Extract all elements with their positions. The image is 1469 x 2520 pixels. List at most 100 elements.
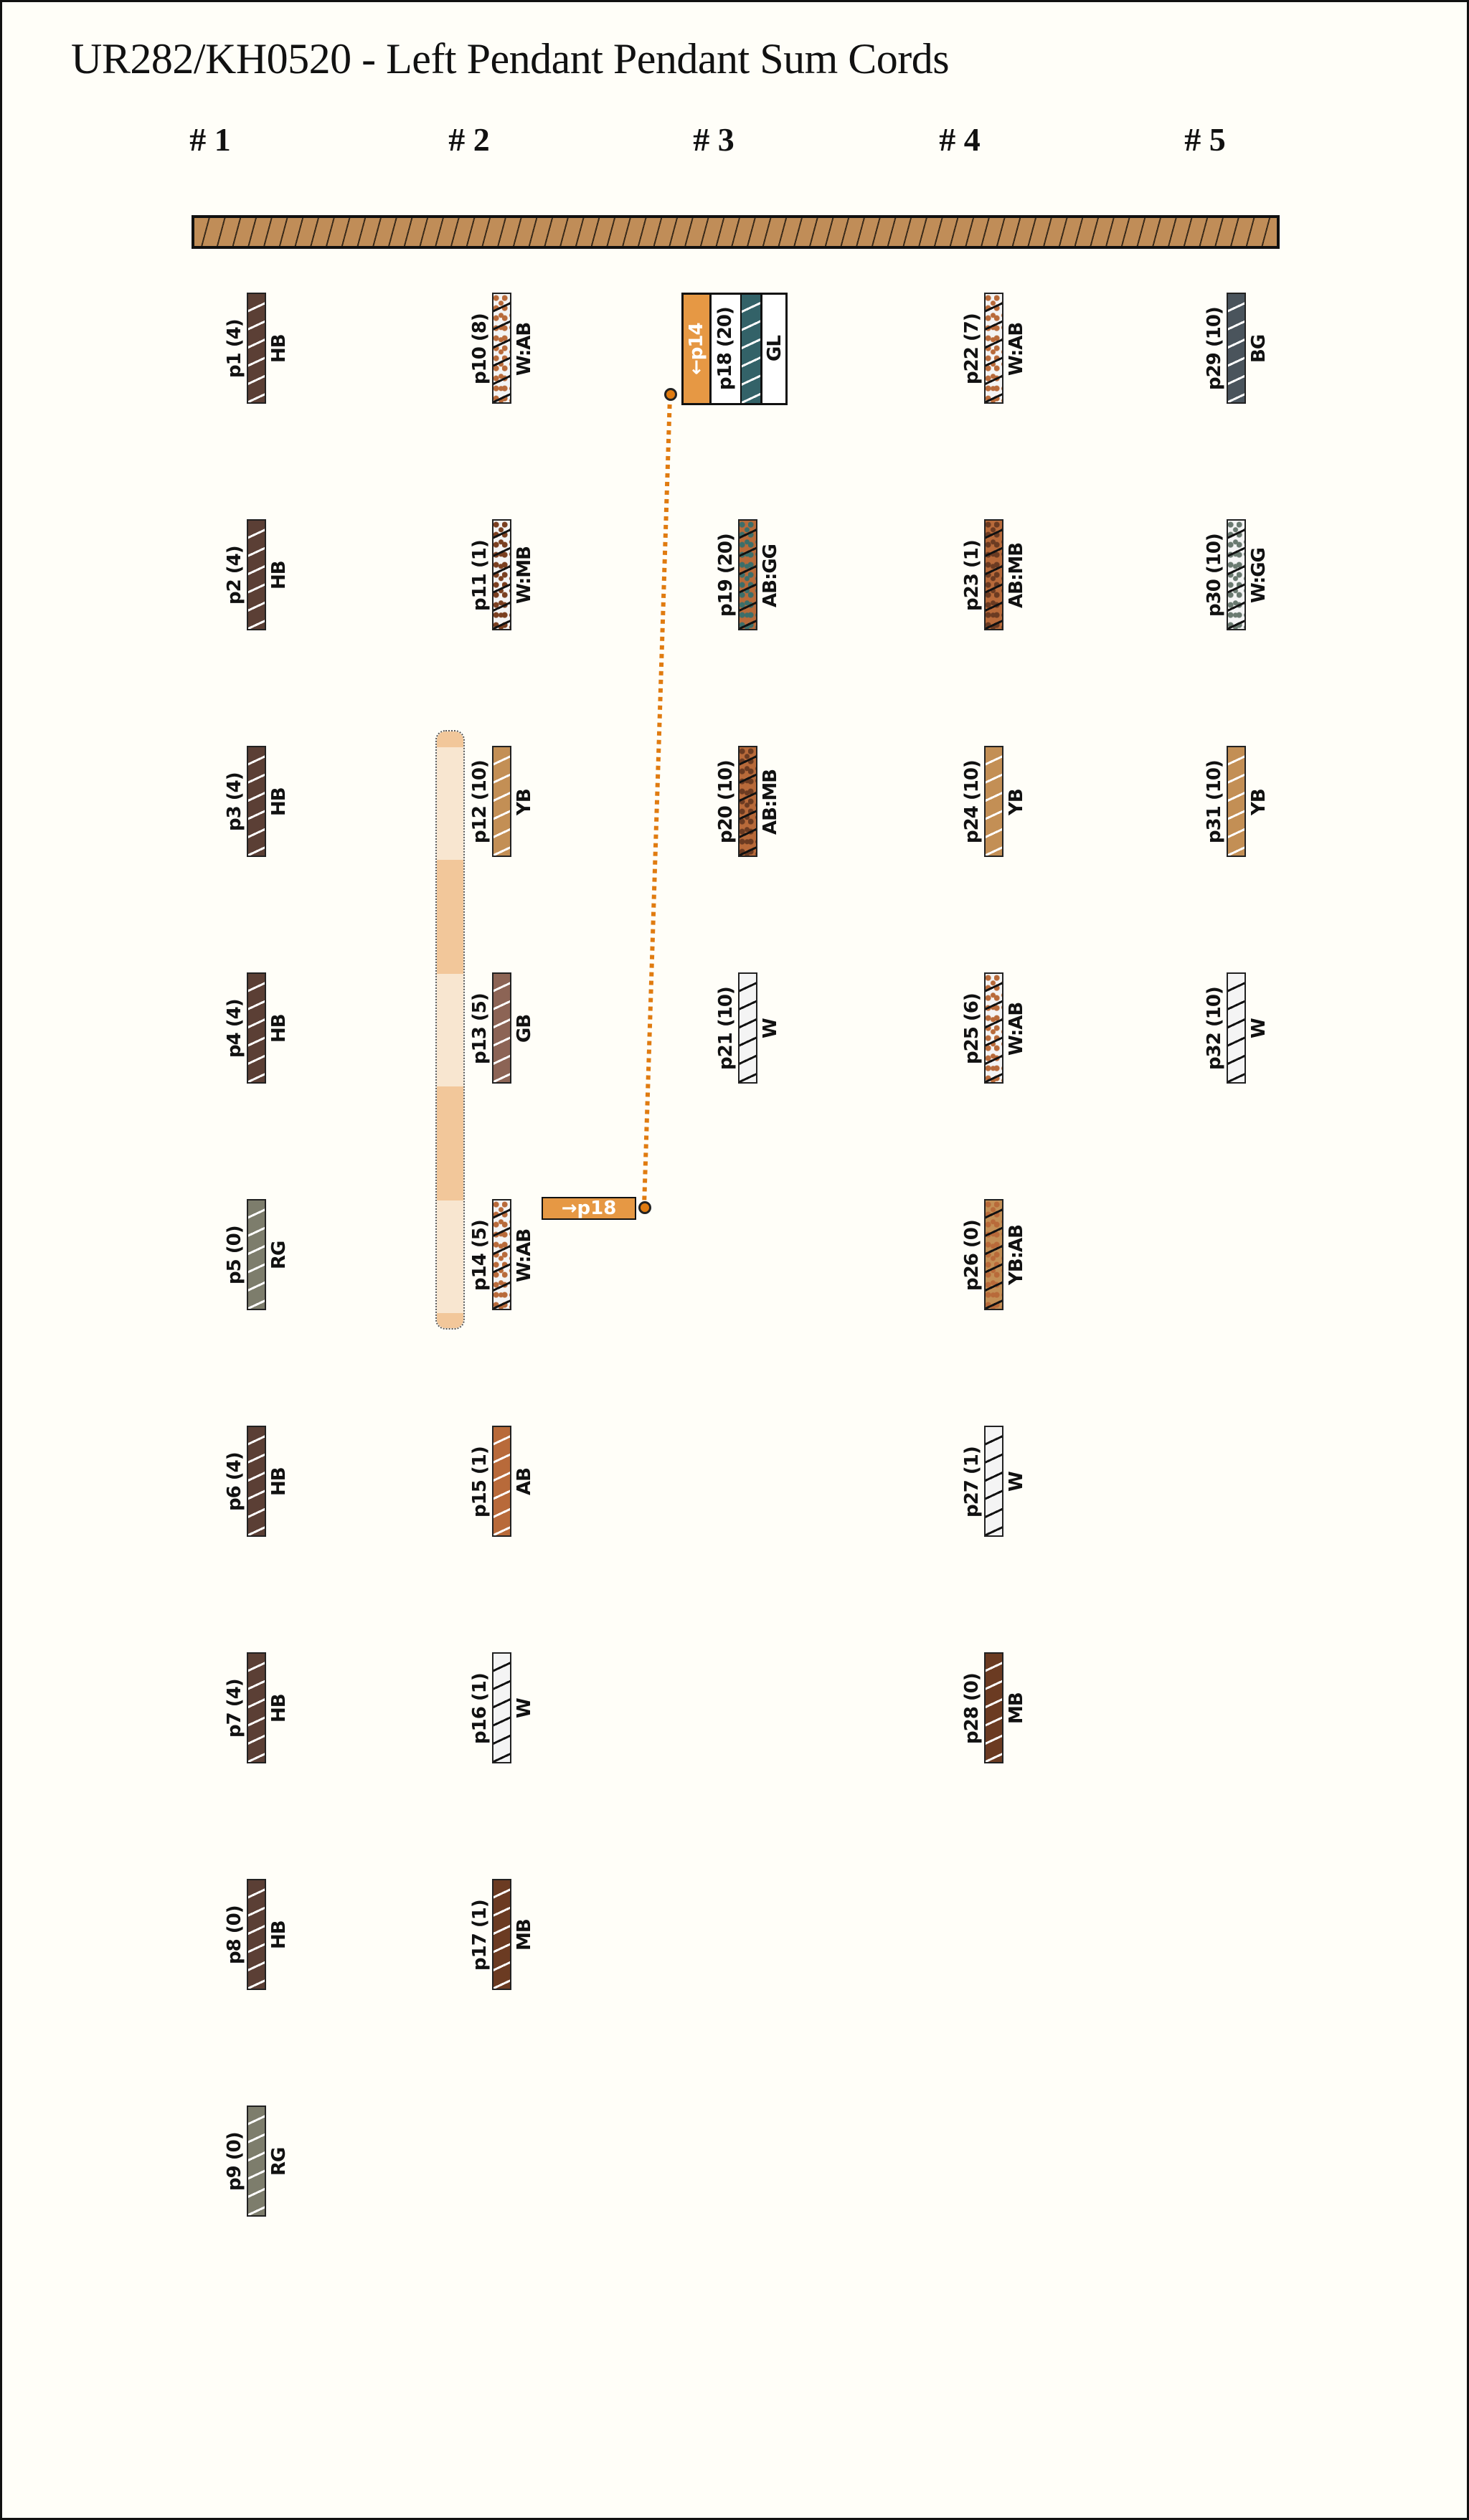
cord-p30[interactable]: [1227, 519, 1246, 630]
cord-label: p2 (4): [224, 546, 245, 605]
cord-color-label: W: [760, 1018, 781, 1039]
cord-p10[interactable]: [492, 293, 511, 404]
cord-p25[interactable]: [984, 972, 1003, 1084]
sum-range-bracket: [435, 730, 465, 1330]
cord-p1[interactable]: [247, 293, 266, 404]
cord-color-label: MB: [1006, 1692, 1027, 1725]
column-header-4: # 4: [939, 121, 981, 158]
cord-color-label: W:AB: [1006, 322, 1027, 376]
link-endpoint-dot: [638, 1201, 651, 1214]
cord-p23[interactable]: [984, 519, 1003, 630]
cord-label: p14 (5): [469, 1220, 491, 1291]
cord-p26[interactable]: [984, 1199, 1003, 1310]
cord-p2[interactable]: [247, 519, 266, 630]
cord-label: p31 (10): [1204, 760, 1225, 844]
cord-color-label: W:AB: [514, 322, 535, 376]
cord-label: p16 (1): [469, 1673, 491, 1744]
cord-p9[interactable]: [247, 2105, 266, 2217]
cord-p20[interactable]: [738, 746, 757, 857]
cord-color-label: YB:AB: [1006, 1225, 1027, 1286]
cord-color-label: AB: [514, 1468, 535, 1496]
cord-color-label: AB:MB: [760, 769, 781, 835]
bracket-segment: [437, 747, 463, 860]
cord-label: p12 (10): [469, 760, 491, 844]
cord-label: p3 (4): [224, 772, 245, 832]
cord-label: p24 (10): [961, 760, 983, 844]
cord-p28[interactable]: [984, 1652, 1003, 1763]
cord-p6[interactable]: [247, 1426, 266, 1537]
cord-p8[interactable]: [247, 1879, 266, 1990]
cord-color-label: YB: [1248, 789, 1270, 815]
cord-p32[interactable]: [1227, 972, 1246, 1084]
cord-p12[interactable]: [492, 746, 511, 857]
cord-label: p7 (4): [224, 1679, 245, 1738]
bracket-segment: [437, 731, 463, 747]
cord-color-label: AB:GG: [760, 544, 781, 607]
cord-p31[interactable]: [1227, 746, 1246, 857]
pointer-to-p18[interactable]: →p18: [542, 1197, 636, 1220]
cord-p4[interactable]: [247, 972, 266, 1084]
cord-label: p17 (1): [469, 1900, 491, 1971]
cord-label: p32 (10): [1204, 987, 1225, 1071]
sum-color-strip: GL: [762, 295, 785, 403]
cord-color-label: YB: [1006, 789, 1027, 815]
page-title: UR282/KH0520 - Left Pendant Pendant Sum …: [71, 35, 950, 82]
cord-p16[interactable]: [492, 1652, 511, 1763]
cord-color-label: W:AB: [514, 1228, 535, 1282]
cord-color-label: BG: [1248, 334, 1270, 364]
cord-color-label: HB: [268, 1694, 290, 1723]
cord-label: p29 (10): [1204, 307, 1225, 391]
cord-p24[interactable]: [984, 746, 1003, 857]
cord-label: p28 (0): [961, 1673, 983, 1744]
cord-p19[interactable]: [738, 519, 757, 630]
cord-label: p23 (1): [961, 540, 983, 611]
cord-label: p27 (1): [961, 1446, 983, 1517]
cord-color-label: HB: [268, 1014, 290, 1043]
cord-p21[interactable]: [738, 972, 757, 1084]
cord-p7[interactable]: [247, 1652, 266, 1763]
sum-cord-group-p18[interactable]: ←p14 p18 (20) GL: [681, 293, 788, 405]
sum-link-strip: ←p14: [684, 295, 709, 403]
link-endpoint-dot: [664, 388, 677, 401]
cord-label: p25 (6): [961, 993, 983, 1064]
cord-label: p10 (8): [469, 313, 491, 384]
cord-label: p13 (5): [469, 993, 491, 1064]
cord-label: p22 (7): [961, 313, 983, 384]
cord-p15[interactable]: [492, 1426, 511, 1537]
cord-label: p15 (1): [469, 1446, 491, 1517]
cord-p5[interactable]: [247, 1199, 266, 1310]
cord-label: p20 (10): [715, 760, 737, 844]
column-header-1: # 1: [189, 121, 231, 158]
cord-p17[interactable]: [492, 1879, 511, 1990]
cord-p29[interactable]: [1227, 293, 1246, 404]
cord-label: p4 (4): [224, 999, 245, 1058]
cord-p3[interactable]: [247, 746, 266, 857]
cord-label: p30 (10): [1204, 534, 1225, 617]
cord-color-label: RG: [268, 2147, 290, 2176]
cord-color-label: HB: [268, 561, 290, 590]
cord-p22[interactable]: [984, 293, 1003, 404]
cord-color-label: GL: [764, 336, 785, 362]
column-header-2: # 2: [448, 121, 490, 158]
sum-link-label: ←p14: [686, 323, 707, 375]
cord-color-label: W:AB: [1006, 1002, 1027, 1056]
cord-label: p18 (20): [714, 307, 736, 391]
cord-label: p8 (0): [224, 1905, 245, 1965]
cord-color-label: YB: [514, 789, 535, 815]
bracket-segment: [437, 860, 463, 974]
cord-p14[interactable]: [492, 1199, 511, 1310]
column-header-3: # 3: [693, 121, 734, 158]
cord-label: p11 (1): [469, 540, 491, 611]
cord-label: p26 (0): [961, 1220, 983, 1291]
cord-p13[interactable]: [492, 972, 511, 1084]
cord-color-label: W:MB: [514, 546, 535, 605]
cord-label: p9 (0): [224, 2132, 245, 2192]
cord-p27[interactable]: [984, 1426, 1003, 1537]
cord-p18[interactable]: [740, 295, 762, 403]
primary-cord: [192, 215, 1280, 249]
sum-name-strip: p18 (20): [709, 295, 740, 403]
cord-color-label: GB: [514, 1014, 535, 1043]
cord-p11[interactable]: [492, 519, 511, 630]
